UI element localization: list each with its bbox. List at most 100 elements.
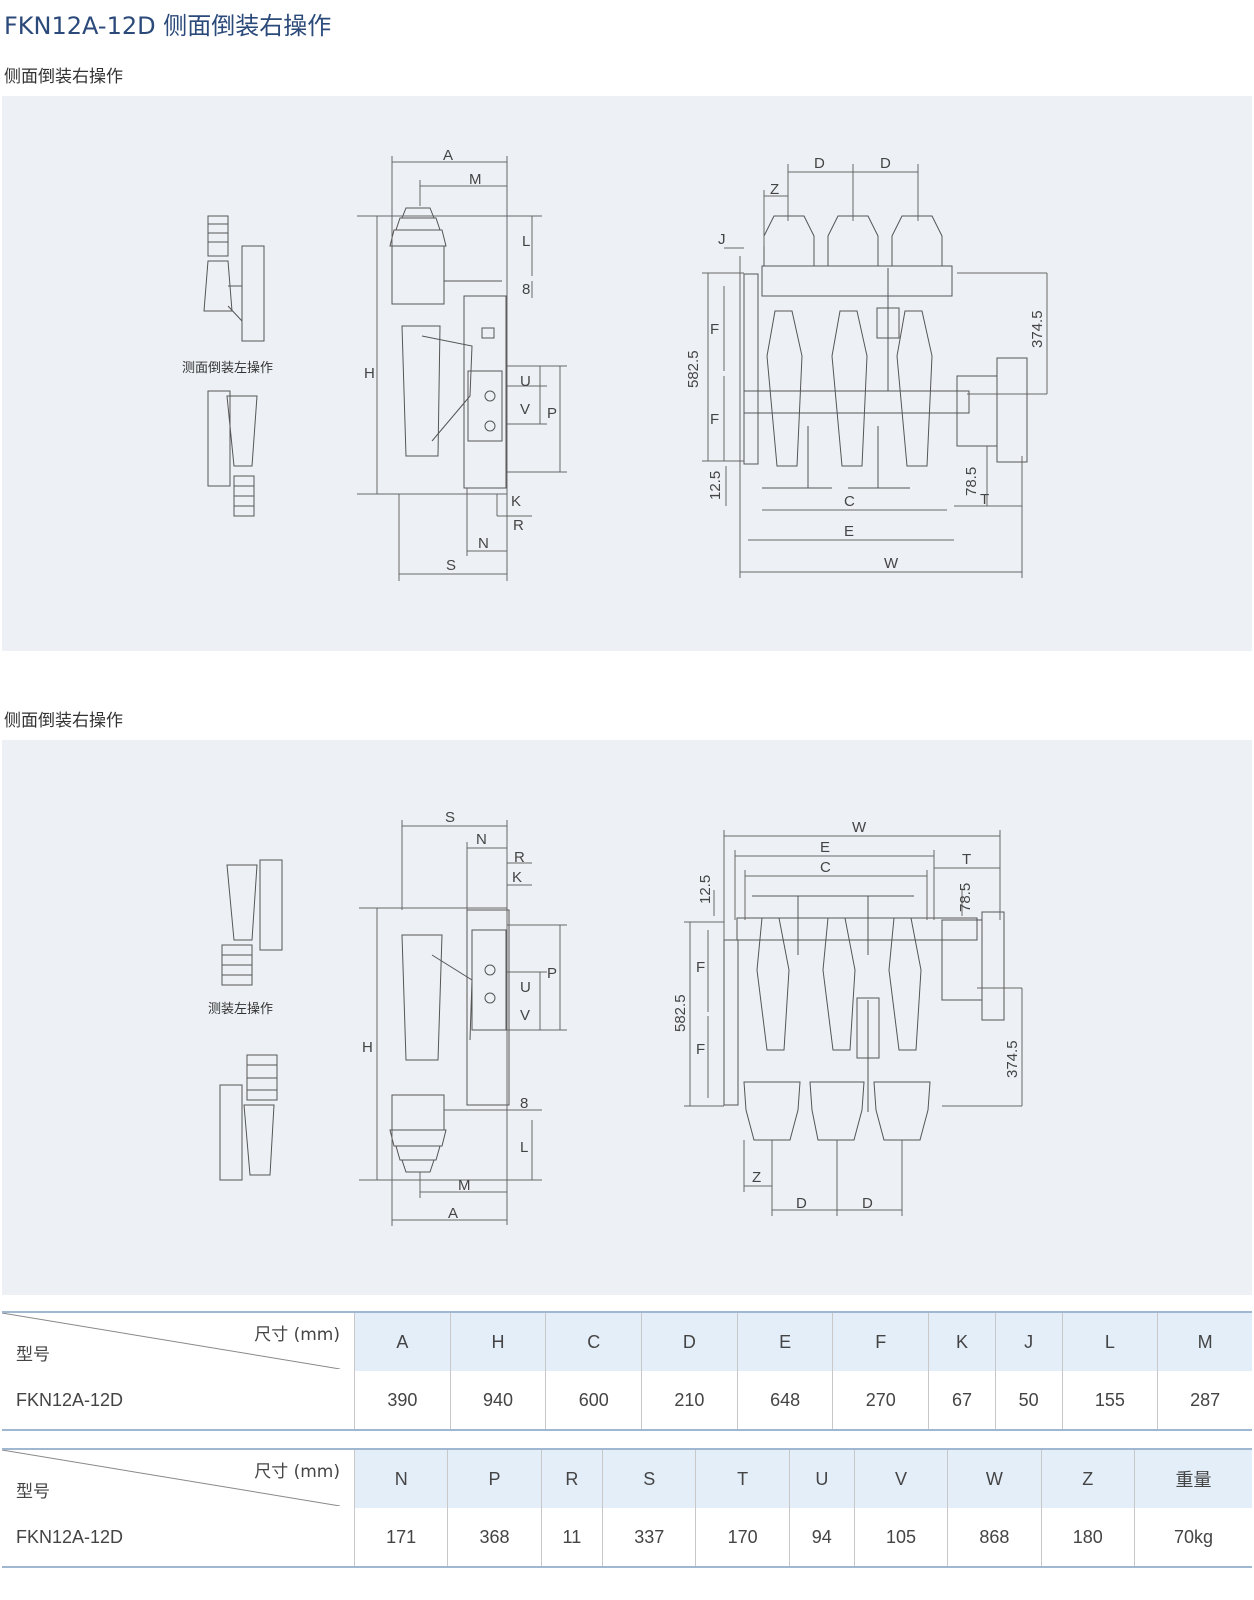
dim-label: 8 [522, 281, 530, 298]
column-header: C [545, 1311, 643, 1371]
dim-label: T [962, 851, 971, 868]
column-header: H [450, 1311, 547, 1371]
thumbnail-left-op-bottom [207, 390, 258, 517]
side-view-1 [389, 207, 507, 489]
model-cell: FKN12A-12D [2, 1371, 355, 1431]
dim-label: 8 [520, 1095, 528, 1112]
dim-label: H [364, 365, 375, 382]
header-corner-cell: 尺寸 (mm) 型号 [2, 1448, 355, 1508]
dim-label: 78.5 [957, 883, 974, 912]
header-model-label: 型号 [16, 1482, 50, 1502]
diagram-panel-2: 测装左操作 S N R K P U V H 8 L M A W E C T 12… [2, 740, 1252, 1295]
value-cell: 940 [450, 1371, 547, 1431]
dim-label: 78.5 [963, 467, 980, 496]
front-view-1 [743, 215, 1028, 489]
dim-label: 582.5 [685, 350, 702, 388]
header-corner-cell: 尺寸 (mm) 型号 [2, 1311, 355, 1371]
technical-drawing-1: 测面倒装左操作 A M L 8 H U V P K R N S D D Z J … [182, 147, 1048, 581]
dim-label: V [520, 401, 530, 418]
dim-label: R [513, 517, 524, 534]
dim-label: S [446, 557, 456, 574]
dim-label: W [884, 555, 899, 572]
value-cell: 94 [789, 1508, 855, 1568]
dim-label: K [511, 493, 521, 510]
front-dimensions-2 [684, 830, 1023, 1216]
header-model-label: 型号 [16, 1345, 50, 1365]
column-header: P [447, 1448, 542, 1508]
dim-label: D [880, 155, 891, 172]
dim-label: E [844, 523, 854, 540]
value-cell: 600 [545, 1371, 643, 1431]
value-cell: 648 [737, 1371, 834, 1431]
column-header: F [832, 1311, 930, 1371]
column-header: S [602, 1448, 697, 1508]
side-dimensions-1 [357, 156, 567, 581]
diagonal-divider [2, 1450, 340, 1506]
diagram-panel-1: 测面倒装左操作 A M L 8 H U V P K R N S D D Z J … [2, 96, 1252, 651]
table-row: FKN12A-12D 390 940 600 210 648 270 67 50… [2, 1371, 1252, 1431]
page-title: FKN12A-12D 侧面倒装右操作 [4, 12, 332, 40]
column-header: V [854, 1448, 949, 1508]
dim-label: F [710, 321, 719, 338]
dim-label: D [862, 1195, 873, 1212]
dim-label: U [520, 979, 531, 996]
value-cell: 171 [354, 1508, 449, 1568]
dim-label: R [514, 849, 525, 866]
dim-label: N [476, 831, 487, 848]
dim-label: F [696, 959, 705, 976]
technical-drawing-2: 测装左操作 S N R K P U V H 8 L M A W E C T 12… [208, 809, 1023, 1226]
column-header: L [1062, 1311, 1159, 1371]
column-header: J [995, 1311, 1063, 1371]
column-header: R [541, 1448, 604, 1508]
section-title-2: 侧面倒装右操作 [4, 711, 123, 731]
value-cell: 868 [947, 1508, 1042, 1568]
dim-label: C [844, 493, 855, 510]
column-header: A [354, 1311, 451, 1371]
value-cell: 337 [602, 1508, 697, 1568]
dim-label: Z [770, 181, 779, 198]
thumbnail-left-op-bottom-2 [219, 1054, 278, 1181]
column-header: W [947, 1448, 1042, 1508]
column-header: M [1157, 1311, 1252, 1371]
dim-label: W [852, 819, 867, 836]
model-cell: FKN12A-12D [2, 1508, 355, 1568]
column-header: T [695, 1448, 790, 1508]
dim-label: K [512, 869, 522, 886]
value-cell: 287 [1157, 1371, 1252, 1431]
column-header: E [737, 1311, 834, 1371]
column-header: D [641, 1311, 738, 1371]
dim-label: J [718, 231, 726, 248]
table-header-row: 尺寸 (mm) 型号 A H C D E F K J L M [2, 1311, 1252, 1371]
dim-label: L [520, 1139, 528, 1156]
value-cell: 67 [928, 1371, 996, 1431]
dim-label: D [814, 155, 825, 172]
thumbnail-caption-2: 测装左操作 [208, 1001, 273, 1017]
dim-label: N [478, 535, 489, 552]
value-cell: 50 [995, 1371, 1063, 1431]
dim-label: 374.5 [1029, 310, 1046, 348]
dim-label: E [820, 839, 830, 856]
dim-label: A [443, 147, 453, 164]
dim-label: U [520, 373, 531, 390]
dim-label: H [362, 1039, 373, 1056]
side-dimensions-2 [359, 820, 567, 1226]
spec-table-2: 尺寸 (mm) 型号 N P R S T U V W Z 重量 FKN12A-1… [2, 1448, 1252, 1568]
header-dimension-label: 尺寸 (mm) [254, 1325, 340, 1345]
dim-label: 582.5 [672, 994, 689, 1032]
header-dimension-label: 尺寸 (mm) [254, 1462, 340, 1482]
value-cell: 390 [354, 1371, 451, 1431]
front-view-2 [723, 895, 1005, 1141]
thumbnail-caption-1: 测面倒装左操作 [182, 360, 273, 376]
column-header: U [789, 1448, 855, 1508]
dim-label: Z [752, 1169, 761, 1186]
value-cell: 180 [1041, 1508, 1135, 1568]
spec-table-1: 尺寸 (mm) 型号 A H C D E F K J L M FKN12A-12… [2, 1311, 1252, 1431]
dim-label: C [820, 859, 831, 876]
column-header: K [928, 1311, 996, 1371]
table-row: FKN12A-12D 171 368 11 337 170 94 105 868… [2, 1508, 1252, 1568]
column-header: Z [1041, 1448, 1135, 1508]
section-title-1: 侧面倒装右操作 [4, 67, 123, 87]
dim-label: D [796, 1195, 807, 1212]
value-cell: 155 [1062, 1371, 1159, 1431]
diagonal-divider [2, 1313, 340, 1369]
